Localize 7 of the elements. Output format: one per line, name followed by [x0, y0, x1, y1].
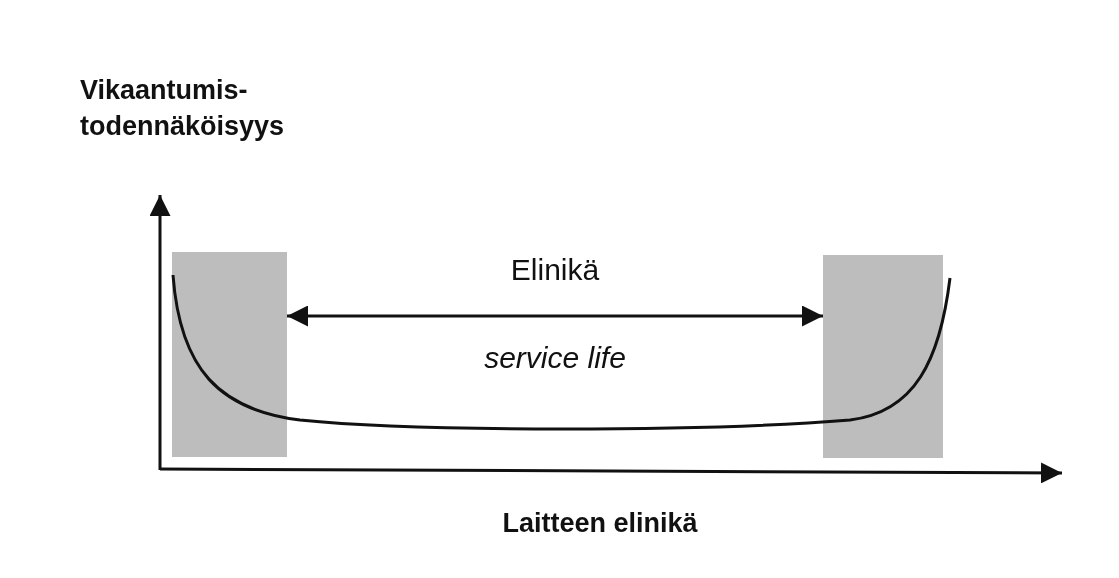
- span-label: Elinikä: [509, 252, 601, 288]
- span-label: service life: [483, 340, 627, 376]
- shaded-region: [172, 252, 287, 457]
- axis-title: Laitteen elinikä: [501, 507, 699, 540]
- axis-title: Vikaantumis- todennäköisyys: [80, 74, 286, 144]
- shaded-region: [823, 255, 943, 458]
- double-arrow: [287, 305, 823, 327]
